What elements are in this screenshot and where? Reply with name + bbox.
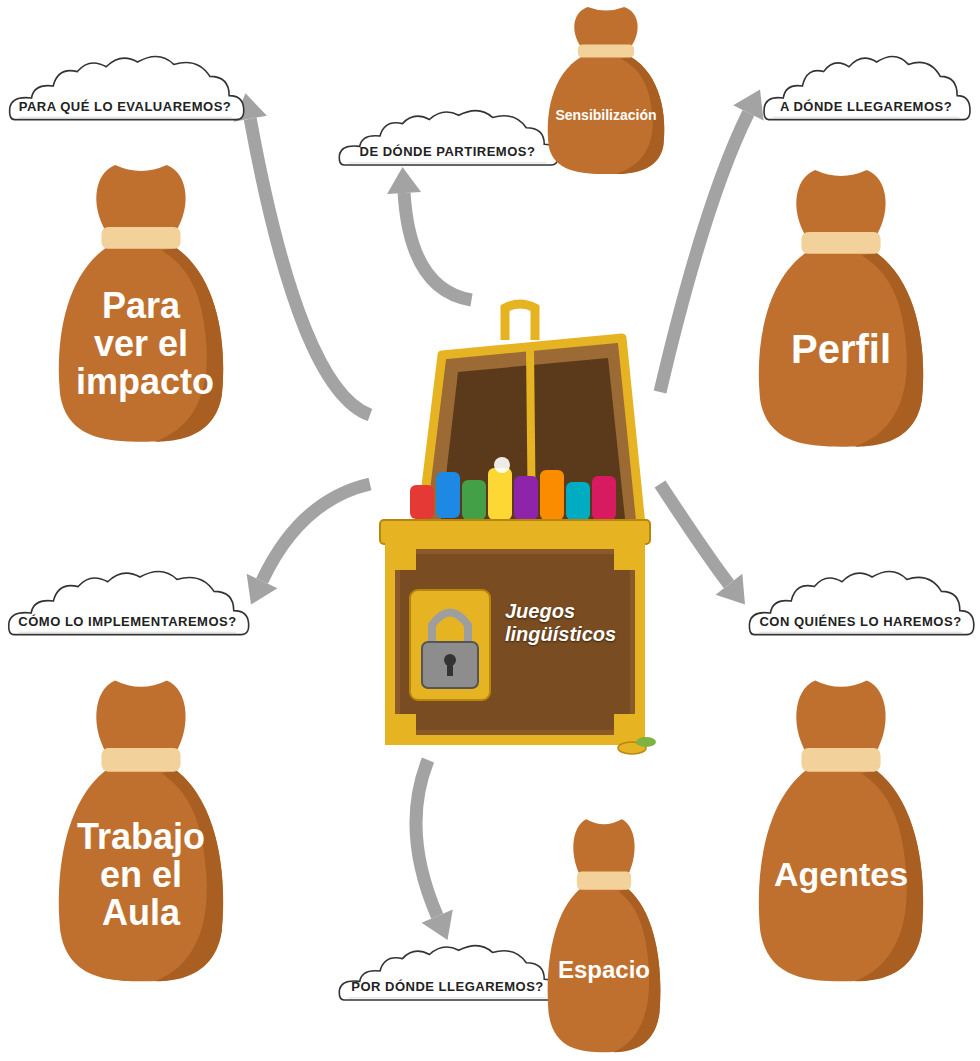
arrow-head [387, 167, 421, 194]
question-text: PARA QUÉ LO EVALUAREMOS? [19, 99, 232, 115]
question-text: CÓMO LO IMPLEMENTAREMOS? [18, 614, 236, 630]
flow-arrow [247, 484, 370, 605]
question-cloud: CON QUIÉNES LO HAREMOS? [745, 565, 976, 637]
arrow-head [247, 574, 278, 605]
arrow-line [660, 113, 748, 392]
arrow-line [660, 484, 729, 584]
treasure-chest: Juegos lingüísticos [370, 300, 660, 760]
answer-bag: Trabajo en el Aula [55, 675, 227, 985]
arrow-head [733, 90, 763, 121]
bag-shape [755, 675, 927, 985]
answer-bag: Espacio [545, 815, 663, 1055]
arrow-line [262, 484, 370, 581]
answer-text: Sensibilización [555, 108, 656, 123]
question-text: POR DÓNDE LLEGAREMOS? [351, 979, 544, 995]
question-cloud: DE DÓNDE PARTIREMOS? [335, 105, 560, 167]
question-text: DE DÓNDE PARTIREMOS? [360, 144, 536, 160]
question-text: A DÓNDE LLEGAREMOS? [780, 99, 952, 115]
flow-arrow [387, 167, 471, 300]
question-cloud: PARA QUÉ LO EVALUAREMOS? [5, 50, 246, 122]
answer-text: Espacio [558, 957, 650, 982]
question-cloud: A DÓNDE LLEGAREMOS? [760, 50, 972, 122]
flow-arrow [416, 760, 453, 940]
flow-arrow [660, 484, 745, 605]
question-cloud: CÓMO LO IMPLEMENTAREMOS? [4, 565, 251, 637]
treasure-chest-illustration [370, 300, 660, 760]
answer-bag: Perfil [755, 165, 927, 450]
answer-text: Agentes [774, 857, 908, 893]
bag-shape [755, 165, 927, 450]
arrow-head [716, 574, 745, 605]
answer-bag: Sensibilización [545, 4, 667, 176]
arrow-line [416, 760, 437, 916]
answer-text: Para ver el impacto [76, 287, 206, 400]
answer-text: Perfil [791, 328, 891, 370]
bag-shape [545, 4, 667, 176]
chest-label-holder: Juegos lingüísticos [505, 600, 645, 646]
chest-title: Juegos lingüísticos [505, 600, 645, 646]
flow-arrow [233, 93, 370, 415]
question-text: CON QUIÉNES LO HAREMOS? [759, 614, 961, 630]
arrow-line [404, 193, 471, 300]
answer-text: Trabajo en el Aula [76, 818, 206, 931]
question-cloud: POR DÓNDE LLEGAREMOS? [335, 940, 560, 1002]
answer-bag: Agentes [755, 675, 927, 985]
answer-bag: Para ver el impacto [55, 160, 227, 445]
arrow-head [422, 909, 453, 940]
bag-shape [545, 815, 663, 1055]
flow-arrow [660, 90, 764, 392]
